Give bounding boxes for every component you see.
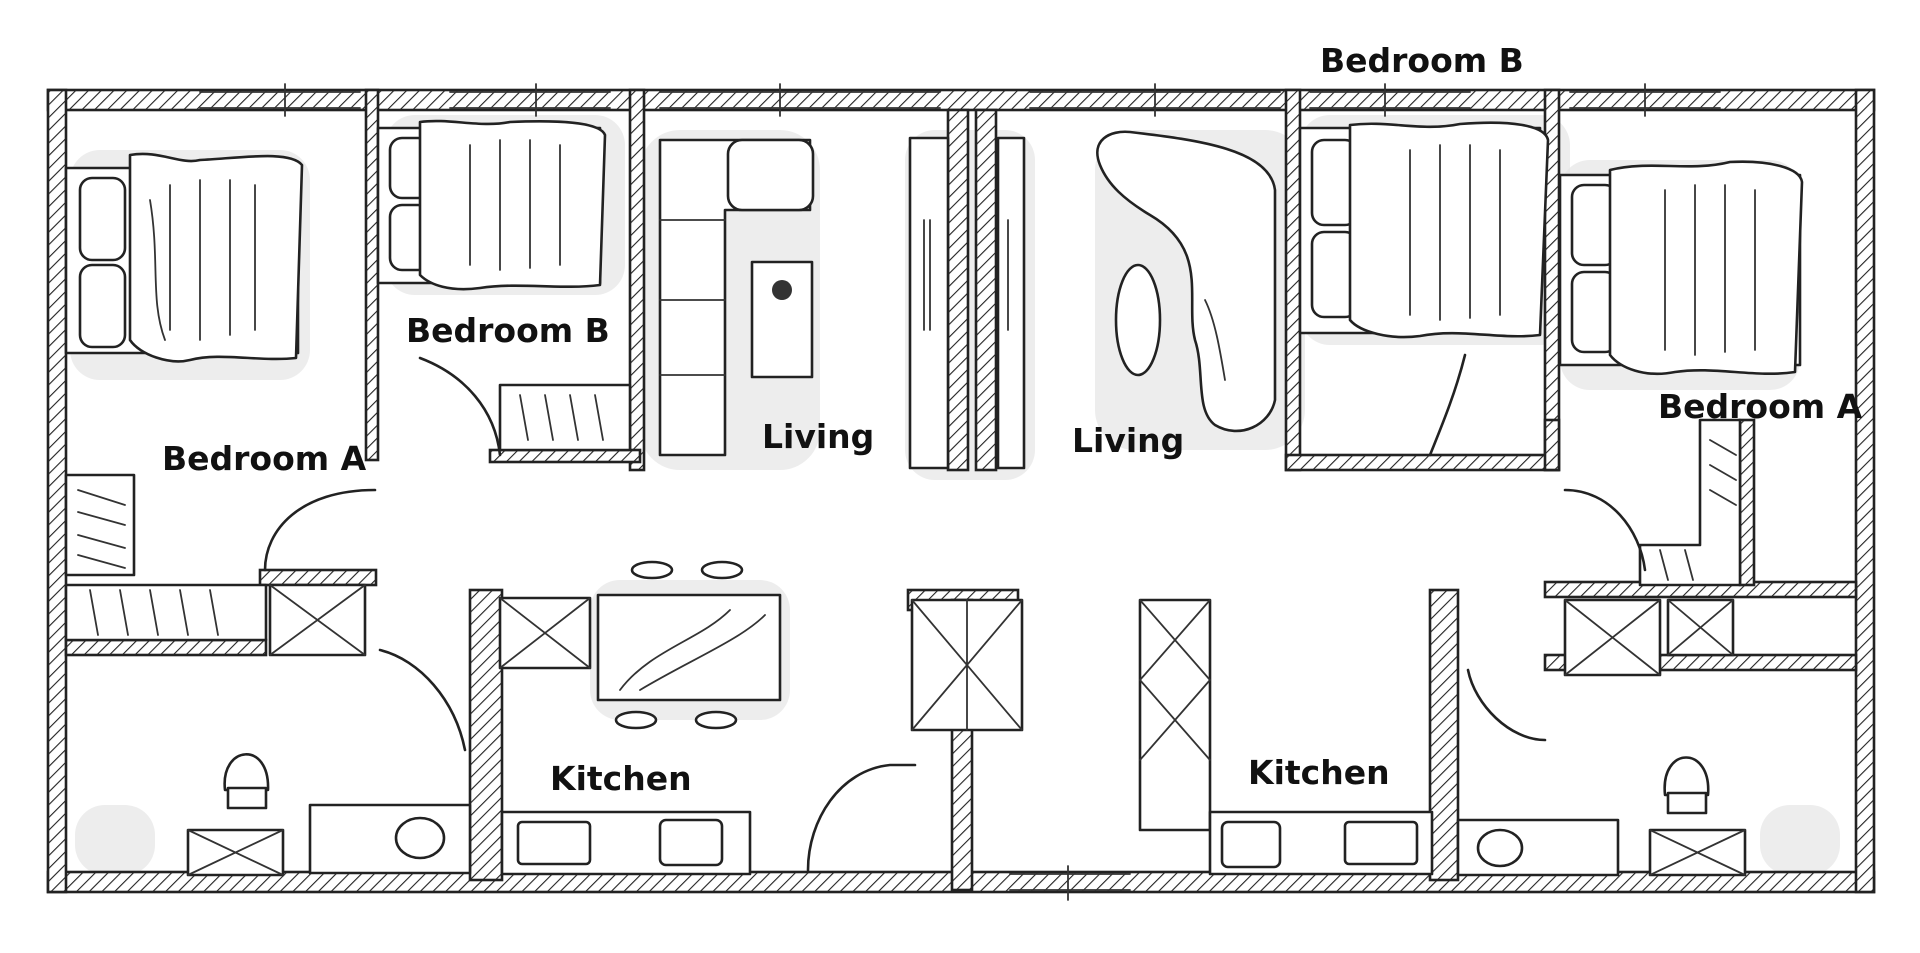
bed-right-b (1298, 121, 1550, 339)
wall-left (46, 88, 68, 894)
bathroom-fixtures (223, 753, 1710, 877)
dining-table (596, 560, 782, 730)
bed-right-a (1558, 160, 1804, 376)
windows (199, 83, 1721, 901)
wall-right (1854, 88, 1876, 894)
room-label-bedroom-b-left: Bedroom B (406, 311, 610, 350)
sofa-left (658, 138, 815, 457)
storage-boxes (186, 583, 1747, 877)
room-label-kitchen-right: Kitchen (1248, 753, 1390, 792)
room-label-living-left: Living (762, 417, 874, 456)
room-label-bedroom-a-right: Bedroom A (1658, 387, 1863, 426)
room-label-living-right: Living (1072, 421, 1184, 460)
door-swings (263, 353, 1647, 872)
room-labels: Bedroom A Bedroom B Living Living Bedroo… (162, 41, 1863, 798)
bed-left-a (64, 152, 304, 363)
tall-cabinet-left (908, 136, 1026, 470)
bed-left-b (376, 119, 607, 291)
sofa-right (1096, 130, 1277, 433)
coffee-table-left (750, 260, 814, 379)
closets (64, 383, 1742, 642)
room-label-kitchen-left: Kitchen (550, 759, 692, 798)
room-label-bedroom-b-right: Bedroom B (1320, 41, 1524, 80)
wall-top (46, 88, 1876, 112)
walls (46, 88, 1876, 894)
kitchen-counters (500, 810, 1434, 876)
oval-table-right (1114, 263, 1162, 377)
room-label-bedroom-a-left: Bedroom A (162, 439, 367, 478)
